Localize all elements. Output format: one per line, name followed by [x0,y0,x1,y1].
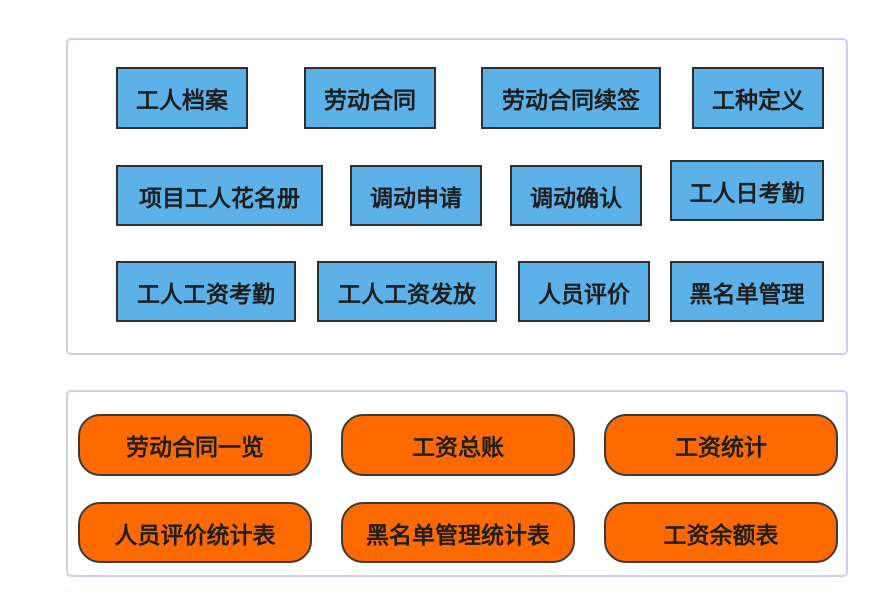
report-wage-ledger[interactable]: 工资总账 [341,414,575,476]
module-labor-contract[interactable]: 劳动合同 [304,67,436,129]
report-labor-contract-overview[interactable]: 劳动合同一览 [78,414,312,476]
report-blacklist-statistics[interactable]: 黑名单管理统计表 [341,502,575,563]
module-job-type-definition[interactable]: 工种定义 [692,67,824,129]
module-transfer-confirm[interactable]: 调动确认 [510,165,642,226]
module-personnel-evaluation[interactable]: 人员评价 [518,261,650,322]
module-worker-wage-payment[interactable]: 工人工资发放 [317,261,497,322]
report-wage-balance[interactable]: 工资余额表 [604,502,838,563]
module-worker-daily-attendance[interactable]: 工人日考勤 [670,160,824,221]
module-worker-archive[interactable]: 工人档案 [116,67,248,129]
module-contract-renewal[interactable]: 劳动合同续签 [481,67,661,129]
module-transfer-request[interactable]: 调动申请 [350,165,482,226]
report-evaluation-statistics[interactable]: 人员评价统计表 [78,502,312,563]
module-project-worker-roster[interactable]: 项目工人花名册 [116,165,323,226]
module-worker-wage-attendance[interactable]: 工人工资考勤 [116,261,296,322]
report-wage-statistics[interactable]: 工资统计 [604,414,838,476]
module-blacklist-management[interactable]: 黑名单管理 [670,261,824,322]
